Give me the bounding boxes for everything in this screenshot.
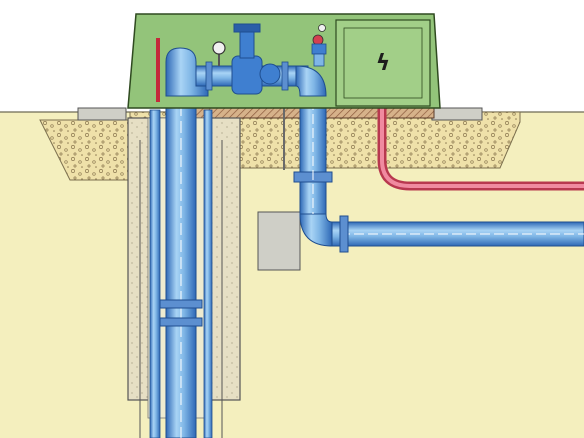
- check-valve: [259, 63, 281, 85]
- thrust-block: [257, 211, 301, 271]
- small-valve-body: [311, 43, 327, 55]
- small-valve-red: [312, 34, 324, 46]
- flange-2: [281, 61, 289, 91]
- column-pipe-left: [149, 109, 161, 438]
- pressure-gauge: [212, 41, 226, 55]
- cabinet-elbow: [295, 65, 327, 97]
- column-pipe-right: [203, 109, 213, 438]
- riser-flange-low: [159, 317, 203, 327]
- small-fitting: [313, 53, 325, 67]
- riser-flange-mid: [159, 299, 203, 309]
- marker-rod: [156, 38, 160, 102]
- hazard-symbol: ϟ: [376, 51, 391, 76]
- concrete-kerb-right: [431, 107, 483, 121]
- gate-valve: [231, 55, 263, 95]
- electrical-panel-inner: [343, 27, 423, 99]
- small-gauge: [318, 24, 326, 32]
- concrete-kerb-left: [77, 107, 127, 121]
- elbow-bottom: [299, 213, 333, 247]
- flange-1: [205, 61, 213, 91]
- electrical-compartment: [335, 19, 431, 107]
- electrical-conduit-highlight: [380, 104, 584, 188]
- water-main-flange: [339, 215, 349, 253]
- gate-valve-handwheel: [233, 23, 261, 33]
